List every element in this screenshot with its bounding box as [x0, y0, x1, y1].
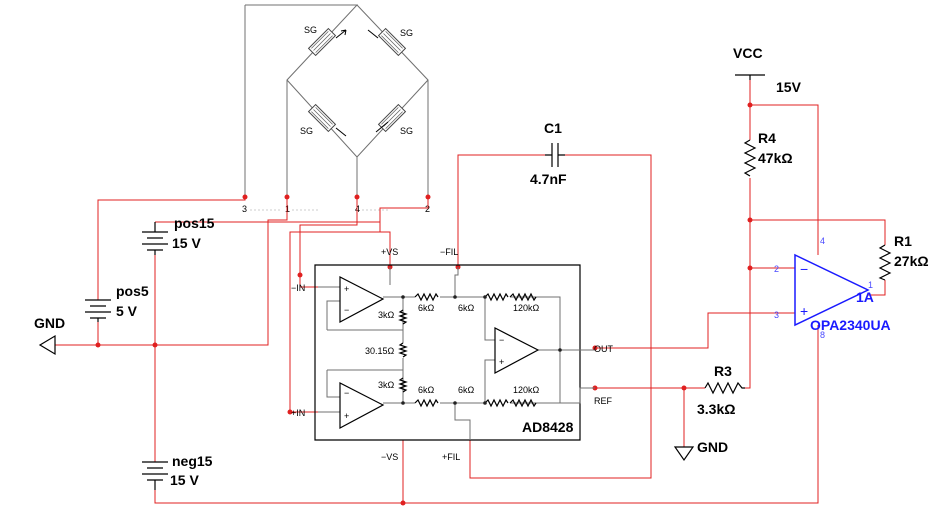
- vcc-value: 15V: [776, 79, 802, 95]
- strain-gauge-2: [377, 27, 407, 57]
- pin-plus-vs: +VS: [381, 247, 398, 257]
- neg15-value: 15 V: [170, 472, 199, 488]
- bridge-pin-2: 2: [425, 204, 430, 214]
- res-gain: 30.15Ω: [365, 346, 395, 356]
- battery-pos5: pos5 5 V: [85, 283, 149, 322]
- res-6k-3: 6kΩ: [418, 385, 435, 395]
- svg-text:−: −: [344, 305, 349, 315]
- battery-pos15: pos15 15 V: [142, 215, 215, 255]
- c1-value: 4.7nF: [530, 171, 567, 187]
- res-3k-top: 3kΩ: [378, 310, 395, 320]
- opamp-pin-1: 1: [868, 280, 873, 290]
- strain-gauge-bridge: SG SG SG SG 3 1 4 2: [242, 4, 431, 214]
- bridge-pin-4: 4: [355, 204, 360, 214]
- r3-value: 3.3kΩ: [697, 401, 735, 417]
- sg-label-2: SG: [400, 28, 413, 38]
- bridge-pin-3: 3: [242, 204, 247, 214]
- svg-text:−: −: [344, 388, 349, 398]
- gnd-right-label: GND: [697, 439, 728, 455]
- opamp-pin-8: 8: [820, 330, 825, 340]
- junction-dots: [95, 102, 753, 506]
- opamp-opa2340ua: − + 4 2 3 8 1 1A OPA2340UA: [774, 236, 891, 340]
- res-3k-bottom: 3kΩ: [378, 380, 395, 390]
- opamp-section: 1A: [856, 289, 874, 305]
- svg-text:+: +: [499, 357, 504, 367]
- pos15-value: 15 V: [172, 235, 201, 251]
- vcc-source: VCC 15V: [733, 45, 802, 95]
- pos5-name: pos5: [116, 283, 149, 299]
- pin-ref: REF: [594, 396, 613, 406]
- r1-name: R1: [894, 233, 912, 249]
- sg-label-1: SG: [304, 25, 317, 35]
- res-6k-1: 6kΩ: [418, 303, 435, 313]
- resistor-r3: R3 3.3kΩ: [697, 363, 745, 417]
- ground-right: GND: [673, 439, 728, 462]
- res-120k-bottom: 120kΩ: [513, 385, 540, 395]
- svg-text:+: +: [800, 303, 808, 319]
- neg15-name: neg15: [172, 453, 213, 469]
- pos15-name: pos15: [174, 215, 215, 231]
- res-6k-4: 6kΩ: [458, 385, 475, 395]
- res-6k-2: 6kΩ: [458, 303, 475, 313]
- inamp-name: AD8428: [522, 419, 574, 435]
- strain-gauge-1: [307, 27, 337, 57]
- opamp-name: OPA2340UA: [810, 317, 891, 333]
- pin-out: OUT: [594, 344, 614, 354]
- resistor-r1: R1 27kΩ: [878, 233, 929, 281]
- pin-minus-in: −IN: [291, 283, 305, 293]
- gnd-left-label: GND: [34, 315, 65, 331]
- svg-text:+: +: [344, 411, 349, 421]
- opamp-pin-2: 2: [774, 264, 779, 274]
- pin-minus-fil: −FIL: [440, 247, 458, 257]
- battery-neg15: neg15 15 V: [142, 453, 213, 490]
- pin-plus-fil: +FIL: [442, 452, 460, 462]
- sg-label-4: SG: [400, 126, 413, 136]
- c1-name: C1: [544, 120, 562, 136]
- opamp-pin-3: 3: [774, 310, 779, 320]
- inamp-ad8428: + − − + − + 3kΩ 30.15Ω 3kΩ 6kΩ 6kΩ 6kΩ 6…: [291, 247, 614, 462]
- strain-gauge-3: [307, 103, 337, 133]
- svg-text:+: +: [344, 284, 349, 294]
- opamp-pin-4: 4: [820, 236, 825, 246]
- capacitor-c1: C1 4.7nF: [530, 120, 567, 187]
- bridge-pin-1: 1: [285, 204, 290, 214]
- wires: [55, 80, 886, 504]
- r1-value: 27kΩ: [894, 253, 929, 269]
- svg-text:−: −: [800, 261, 808, 277]
- vcc-label: VCC: [733, 45, 763, 61]
- r4-name: R4: [758, 130, 776, 146]
- pos5-value: 5 V: [116, 303, 138, 319]
- pin-minus-vs: −VS: [381, 452, 398, 462]
- resistor-r4: R4 47kΩ: [743, 130, 793, 177]
- res-120k-top: 120kΩ: [513, 303, 540, 313]
- svg-text:−: −: [499, 335, 504, 345]
- r4-value: 47kΩ: [758, 150, 793, 166]
- ground-left: GND: [34, 315, 65, 356]
- pin-plus-in: +IN: [291, 408, 305, 418]
- r3-name: R3: [714, 363, 732, 379]
- sg-label-3: SG: [300, 126, 313, 136]
